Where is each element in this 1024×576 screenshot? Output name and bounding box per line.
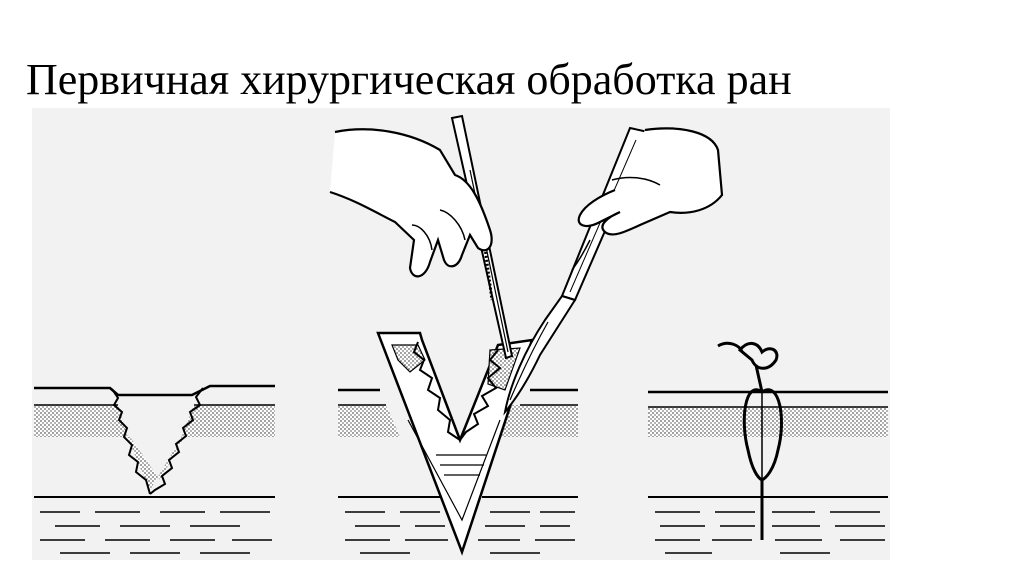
- panel-wound-sutured: [648, 341, 888, 554]
- panel-wound-before: [34, 384, 275, 554]
- right-hand: [571, 127, 724, 271]
- slide-title: Первичная хирургическая обработка ран: [26, 55, 792, 104]
- panel-wound-excision: [329, 114, 724, 556]
- left-hand: [329, 128, 493, 278]
